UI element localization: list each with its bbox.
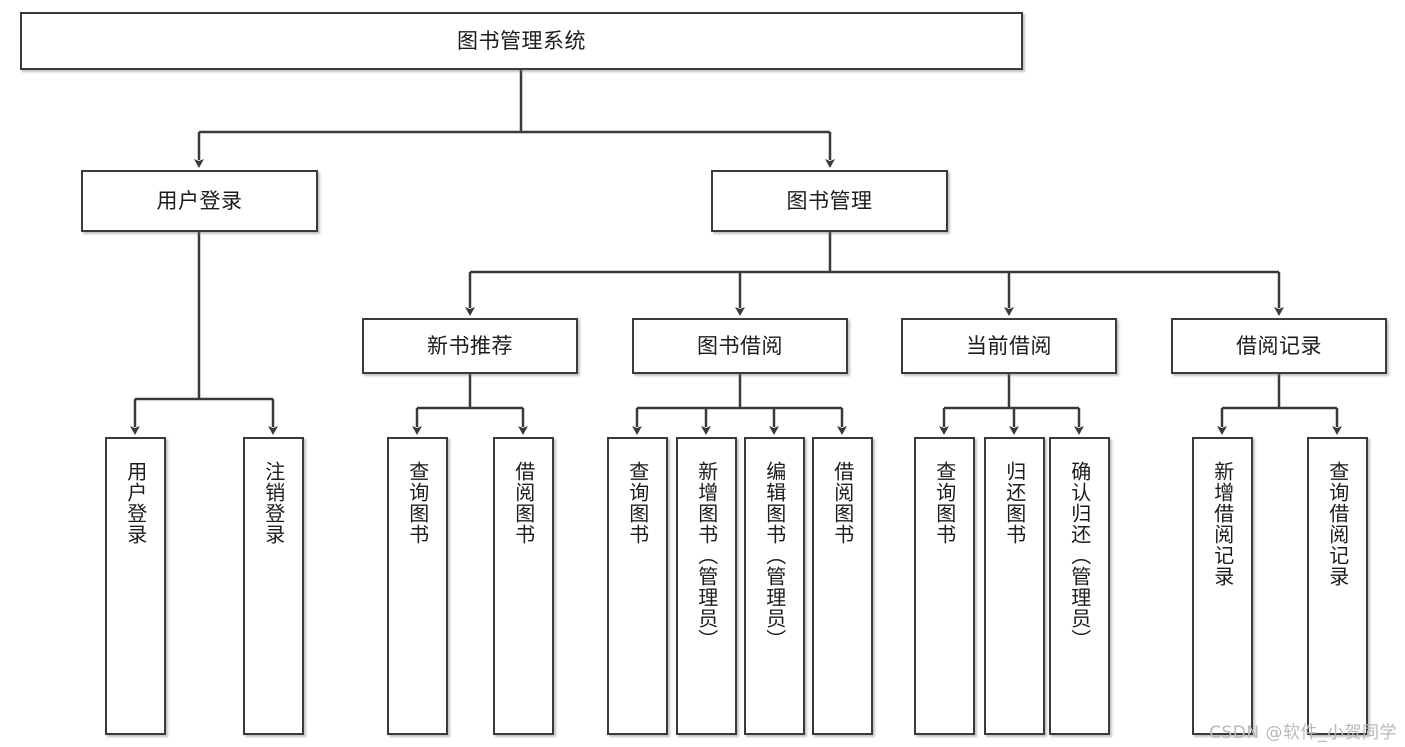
node-new-book-recommend[interactable]: 新书推荐 — [362, 318, 578, 374]
leaf-current-borrow-return-book[interactable]: 归还图书 — [984, 437, 1045, 735]
leaf-label: 归还图书 — [1002, 461, 1027, 545]
node-book-management-label: 图书管理 — [786, 188, 873, 213]
leaf-current-borrow-query-book[interactable]: 查询图书 — [914, 437, 975, 735]
leaf-book-borrow-add-book-admin[interactable]: 新增图书（管理员） — [676, 437, 737, 735]
leaf-label: 借阅图书 — [830, 461, 855, 545]
node-borrow-record[interactable]: 借阅记录 — [1171, 318, 1387, 374]
leaf-label: 查询借阅记录 — [1325, 461, 1350, 587]
leaf-label: 注销登录 — [261, 461, 286, 545]
node-book-management[interactable]: 图书管理 — [711, 170, 948, 232]
leaf-label: 查询图书 — [625, 461, 650, 545]
leaf-book-borrow-edit-book-admin[interactable]: 编辑图书（管理员） — [744, 437, 805, 735]
node-new-book-recommend-label: 新书推荐 — [427, 333, 513, 358]
leaf-book-borrow-query-book[interactable]: 查询图书 — [607, 437, 668, 735]
leaf-label: 新增图书（管理员） — [694, 461, 719, 650]
leaf-borrow-record-add-record[interactable]: 新增借阅记录 — [1192, 437, 1253, 735]
leaf-user-login-logout[interactable]: 注销登录 — [243, 437, 304, 735]
leaf-new-book-borrow-book[interactable]: 借阅图书 — [493, 437, 554, 735]
leaf-label: 用户登录 — [123, 461, 148, 545]
leaf-borrow-record-query-record[interactable]: 查询借阅记录 — [1307, 437, 1368, 735]
csdn-watermark: CSDN @软件_小贺同学 — [1209, 723, 1397, 743]
node-book-borrow-label: 图书借阅 — [697, 333, 783, 358]
node-current-borrow-label: 当前借阅 — [966, 333, 1052, 358]
leaf-label: 确认归还（管理员） — [1067, 461, 1092, 650]
leaf-current-borrow-confirm-return-admin[interactable]: 确认归还（管理员） — [1049, 437, 1110, 735]
node-root-book-management-system[interactable]: 图书管理系统 — [20, 12, 1023, 70]
node-user-login-label: 用户登录 — [156, 188, 243, 213]
node-user-login[interactable]: 用户登录 — [81, 170, 318, 232]
node-root-label: 图书管理系统 — [457, 28, 586, 53]
node-current-borrow[interactable]: 当前借阅 — [901, 318, 1117, 374]
leaf-book-borrow-borrow-book[interactable]: 借阅图书 — [812, 437, 873, 735]
leaf-new-book-query-book[interactable]: 查询图书 — [387, 437, 448, 735]
leaf-label: 新增借阅记录 — [1210, 461, 1235, 587]
node-book-borrow[interactable]: 图书借阅 — [632, 318, 848, 374]
leaf-user-login-login[interactable]: 用户登录 — [105, 437, 166, 735]
leaf-label: 查询图书 — [405, 461, 430, 545]
leaf-label: 借阅图书 — [511, 461, 536, 545]
node-borrow-record-label: 借阅记录 — [1236, 333, 1322, 358]
leaf-label: 编辑图书（管理员） — [762, 461, 787, 650]
leaf-label: 查询图书 — [932, 461, 957, 545]
